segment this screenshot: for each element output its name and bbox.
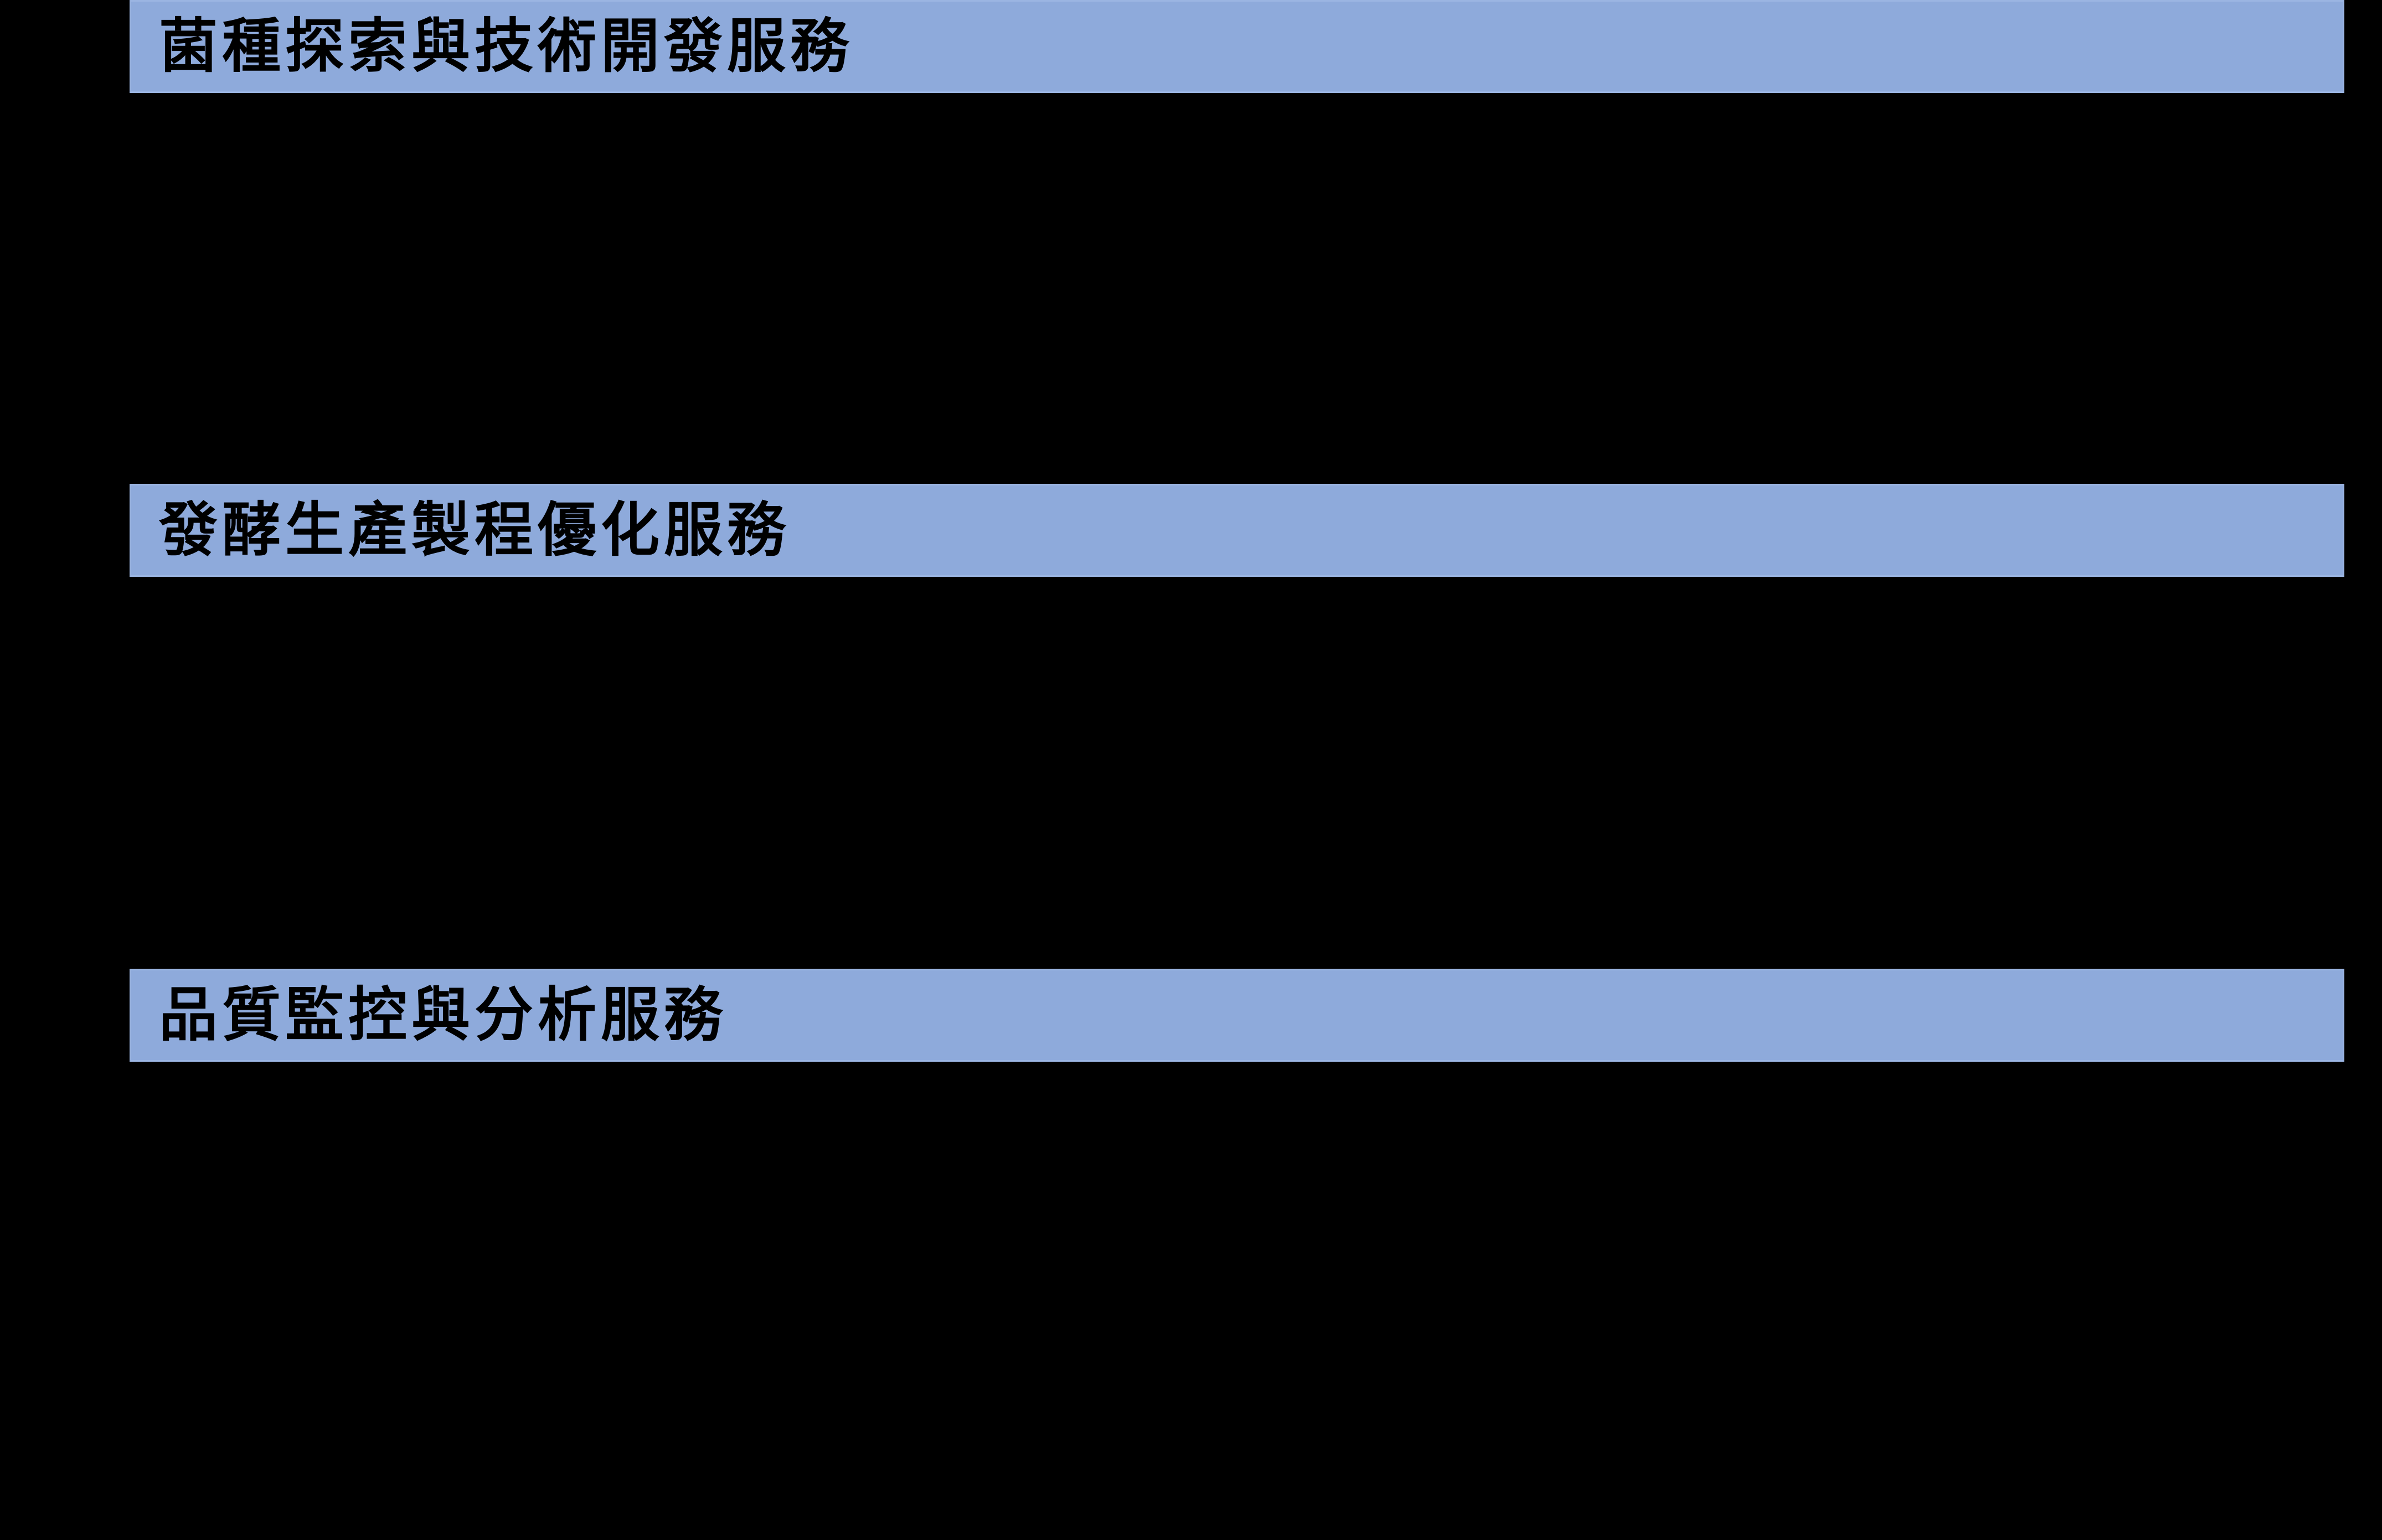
section-header-quality-monitoring: 品質監控與分析服務 bbox=[130, 969, 2344, 1062]
section-title: 品質監控與分析服務 bbox=[159, 981, 727, 1049]
section-title: 菌種探索與技術開發服務 bbox=[159, 12, 853, 80]
section-title: 發酵生產製程優化服務 bbox=[159, 496, 790, 564]
section-body-quality-monitoring bbox=[130, 1062, 2344, 1540]
section-header-strain-discovery: 菌種探索與技術開發服務 bbox=[130, 0, 2344, 93]
section-body-fermentation-optimization bbox=[130, 577, 2344, 969]
section-body-strain-discovery bbox=[130, 93, 2344, 484]
section-header-fermentation-optimization: 發酵生產製程優化服務 bbox=[130, 484, 2344, 577]
